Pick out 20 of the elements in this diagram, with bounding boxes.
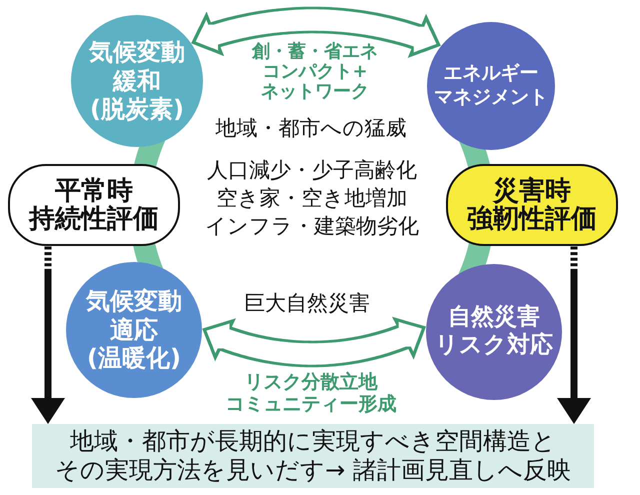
topic-label: 気候変動適応(温暖化) [86,286,182,374]
ring-band [134,140,166,167]
phase-label: 災害時強靭性評価 [467,176,597,234]
edge-label: リスク分散立地コミュニティー形成 [226,372,396,416]
annotation-text: インフラ・建築物劣化 [205,214,419,240]
down-arrow [31,246,65,424]
phase-label: 平常時持続性評価 [29,176,159,234]
topic-label: エネルギーマネジメント [434,62,548,110]
summary-text: 地域・都市が長期的に実現すべき空間構造とその実現方法を見いだす→ 諸計画見直しへ反映 [55,427,571,485]
annotation-text: 人口減少・少子高齢化 [207,158,417,184]
down-arrow [557,246,591,424]
summary-banner [32,424,594,488]
edge-label: 創・蓄・省エネコンパクト+ネットワーク [252,42,378,102]
topic-label: 自然災害リスク対応 [435,304,553,360]
topic-label: 気候変動緩和(脱炭素) [89,38,185,124]
annotation-text: 空き家・空き地増加 [216,186,408,212]
annotation-text: 地域・都市への猛威 [216,116,406,142]
ring-band [133,244,164,269]
annotation-text: 巨大自然災害 [244,291,370,316]
ring-band [458,242,491,274]
